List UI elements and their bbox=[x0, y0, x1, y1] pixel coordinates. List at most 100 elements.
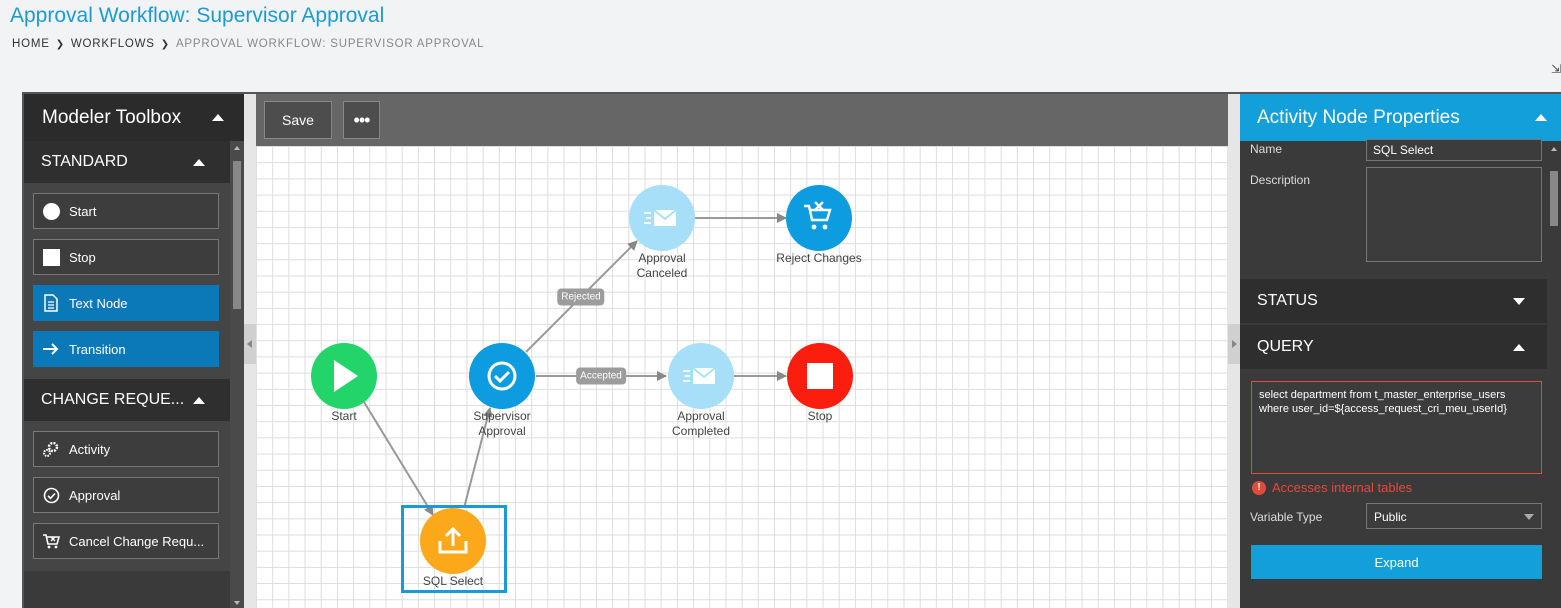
breadcrumb-workflows[interactable]: WORKFLOWS bbox=[70, 38, 155, 50]
scroll-down-icon[interactable] bbox=[234, 601, 240, 605]
expand-icon[interactable]: ⇲ bbox=[1551, 62, 1561, 76]
tool-stop[interactable]: Stop bbox=[33, 239, 219, 275]
tool-transition[interactable]: Transition bbox=[33, 331, 219, 367]
tool-text-node[interactable]: Text Node bbox=[33, 285, 219, 321]
arrow-right-icon bbox=[42, 340, 60, 358]
node-approval-canceled[interactable] bbox=[629, 185, 695, 251]
expand-button[interactable]: Expand bbox=[1251, 545, 1542, 579]
section-standard-header[interactable]: STANDARD bbox=[24, 141, 230, 183]
section-title: STANDARD bbox=[41, 153, 128, 170]
page-title: Approval Workflow: Supervisor Approval bbox=[10, 4, 385, 27]
canvas-toolbar: Save ••• bbox=[256, 94, 1228, 146]
section-change-request-header[interactable]: CHANGE REQUE... bbox=[24, 379, 230, 421]
section-title: CHANGE REQUE... bbox=[41, 391, 185, 408]
name-label: Name bbox=[1250, 142, 1283, 156]
properties-title: Activity Node Properties bbox=[1257, 106, 1460, 128]
more-options-button[interactable]: ••• bbox=[343, 101, 380, 139]
save-button[interactable]: Save bbox=[264, 101, 332, 139]
tool-activity[interactable]: Activity bbox=[33, 431, 219, 467]
node-label-supervisor: Supervisor Approval bbox=[473, 409, 531, 438]
edge-start-sql[interactable] bbox=[363, 401, 434, 516]
description-label: Description bbox=[1250, 173, 1311, 187]
scrollbar-thumb[interactable] bbox=[233, 161, 241, 309]
node-label-stop: Stop bbox=[807, 409, 833, 423]
cart-cancel-icon bbox=[42, 532, 60, 550]
node-sql-select[interactable] bbox=[420, 508, 486, 574]
tool-label: Cancel Change Requ... bbox=[69, 533, 205, 549]
query-textarea[interactable]: select department from t_master_enterpri… bbox=[1251, 381, 1542, 474]
scrollbar-thumb[interactable] bbox=[1550, 171, 1558, 226]
breadcrumb: HOME ❯ WORKFLOWS ❯ APPROVAL WORKFLOW: SUPE… bbox=[12, 38, 484, 50]
node-supervisor-approval[interactable] bbox=[469, 343, 535, 409]
chevron-left-icon[interactable] bbox=[244, 324, 256, 364]
tool-label: Transition bbox=[69, 341, 126, 357]
node-label-reject: Reject Changes bbox=[776, 251, 862, 265]
upload-tray-icon bbox=[438, 526, 468, 554]
tool-label: Start bbox=[69, 203, 97, 219]
tool-label: Approval bbox=[69, 487, 121, 503]
tool-cancel-change-request[interactable]: Cancel Change Requ... bbox=[33, 523, 219, 559]
chevron-right-icon: ❯ bbox=[55, 38, 65, 50]
check-circle-icon bbox=[42, 486, 60, 504]
tool-label: Text Node bbox=[69, 295, 128, 311]
node-label-canceled: Approval Canceled bbox=[636, 251, 688, 280]
error-icon: ! bbox=[1252, 480, 1266, 495]
collapse-toolbox-handle[interactable] bbox=[244, 94, 256, 608]
node-start[interactable] bbox=[311, 343, 377, 409]
edge-label-rejected[interactable]: Rejected bbox=[557, 288, 605, 306]
gears-icon bbox=[42, 440, 60, 458]
node-reject-changes[interactable] bbox=[786, 185, 852, 251]
document-icon bbox=[42, 294, 60, 312]
toolbox-header[interactable]: Modeler Toolbox bbox=[24, 94, 244, 141]
scroll-up-icon[interactable] bbox=[234, 146, 240, 150]
email-icon bbox=[683, 367, 716, 384]
caret-up-icon[interactable] bbox=[212, 114, 224, 121]
tool-approval[interactable]: Approval bbox=[33, 477, 219, 513]
section-query-header[interactable]: QUERY bbox=[1240, 325, 1547, 369]
toolbox-scrollbar[interactable] bbox=[230, 141, 244, 608]
caret-down-icon[interactable] bbox=[1513, 297, 1525, 305]
properties-header[interactable]: Activity Node Properties bbox=[1240, 94, 1561, 141]
square-icon bbox=[42, 248, 60, 266]
collapse-properties-handle[interactable] bbox=[1228, 94, 1240, 608]
section-title: QUERY bbox=[1257, 338, 1314, 355]
node-stop[interactable] bbox=[787, 343, 853, 409]
variable-type-label: Variable Type bbox=[1250, 510, 1323, 524]
chevron-right-icon: ❯ bbox=[160, 38, 170, 50]
error-text: Accesses internal tables bbox=[1272, 480, 1413, 495]
variable-type-select[interactable]: Public bbox=[1366, 503, 1542, 529]
section-change-request-body: Activity Approval Cancel Change Requ... bbox=[24, 421, 230, 571]
play-icon bbox=[334, 360, 358, 392]
breadcrumb-home[interactable]: HOME bbox=[12, 38, 50, 50]
chevron-right-icon[interactable] bbox=[1228, 324, 1240, 364]
selection-box[interactable] bbox=[401, 505, 507, 593]
stop-icon bbox=[807, 363, 833, 389]
node-label-sql: SQL Select bbox=[422, 574, 484, 588]
properties-scrollbar[interactable] bbox=[1547, 141, 1561, 608]
workflow-diagram bbox=[311, 185, 853, 574]
caret-up-icon[interactable] bbox=[1535, 114, 1547, 121]
node-approval-completed[interactable] bbox=[668, 343, 734, 409]
edge-label-accepted[interactable]: Accepted bbox=[576, 367, 626, 385]
description-field[interactable] bbox=[1366, 167, 1542, 262]
caret-up-icon[interactable] bbox=[193, 158, 205, 166]
section-title: STATUS bbox=[1257, 292, 1318, 309]
tool-start[interactable]: Start bbox=[33, 193, 219, 229]
scroll-up-icon[interactable] bbox=[1551, 147, 1557, 151]
breadcrumb-current: APPROVAL WORKFLOW: SUPERVISOR APPROVAL bbox=[175, 38, 485, 50]
node-label-start: Start bbox=[331, 409, 357, 423]
caret-up-icon[interactable] bbox=[1513, 343, 1525, 351]
section-status-header[interactable]: STATUS bbox=[1240, 279, 1547, 323]
edge-sql-supervisor[interactable] bbox=[463, 407, 493, 509]
caret-up-icon[interactable] bbox=[193, 396, 205, 404]
modeler-toolbox: Modeler Toolbox STANDARD Start Stop Text… bbox=[24, 94, 244, 608]
query-error: ! Accesses internal tables bbox=[1252, 480, 1412, 495]
cart-cancel-icon bbox=[804, 201, 832, 230]
workflow-canvas[interactable]: Rejected Accepted Start Supervisor Appro… bbox=[256, 146, 1228, 608]
tool-label: Stop bbox=[69, 249, 96, 265]
toolbox-title: Modeler Toolbox bbox=[42, 106, 182, 128]
tool-label: Activity bbox=[69, 441, 111, 457]
name-field[interactable]: SQL Select bbox=[1366, 139, 1542, 161]
section-standard-body: Start Stop Text Node Transition bbox=[24, 183, 230, 379]
check-circle-icon bbox=[487, 361, 517, 391]
